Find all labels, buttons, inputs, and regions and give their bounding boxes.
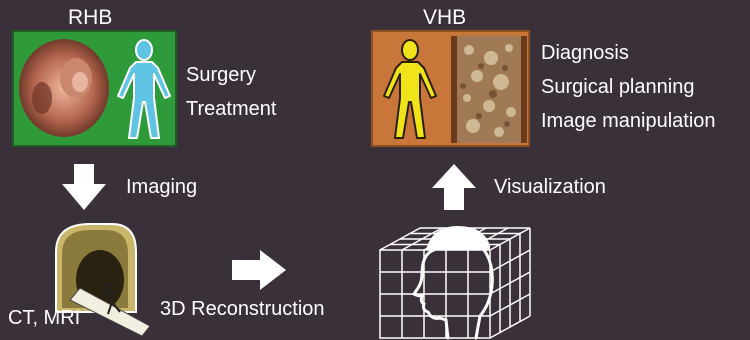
- vhb-item-surgical-planning: Surgical planning: [541, 76, 694, 99]
- vhb-item-image-manipulation: Image manipulation: [541, 110, 716, 133]
- imaging-label: Imaging: [126, 176, 197, 199]
- reconstruction-label: 3D Reconstruction: [160, 298, 325, 321]
- arrow-up-icon: [432, 164, 476, 210]
- vhb-item-diagnosis: Diagnosis: [541, 42, 629, 65]
- rhb-title: RHB: [68, 6, 112, 30]
- human-figure-icon: [114, 38, 174, 142]
- visualization-label: Visualization: [494, 176, 606, 199]
- vhb-panel: [371, 30, 530, 147]
- ct-mri-label: CT, MRI: [8, 307, 80, 330]
- 3d-head-grid-icon: [376, 224, 536, 340]
- vhb-title: VHB: [423, 6, 466, 30]
- endoscopy-photo: [18, 38, 110, 138]
- rhb-item-surgery: Surgery: [186, 64, 256, 87]
- rhb-panel: [12, 30, 177, 147]
- rhb-item-treatment: Treatment: [186, 98, 276, 121]
- arrow-down-icon: [60, 164, 108, 212]
- arrow-right-icon: [232, 250, 286, 290]
- tissue-photo: [451, 36, 527, 143]
- human-figure-icon: [379, 38, 441, 142]
